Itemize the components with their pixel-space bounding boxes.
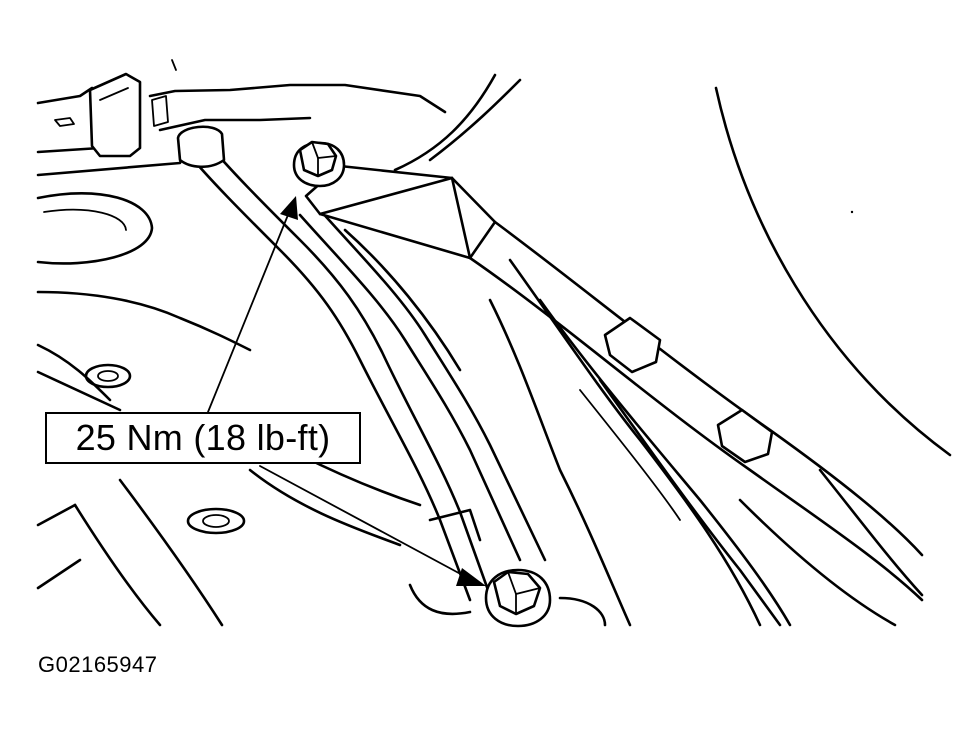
- grommet-upper: [84, 363, 132, 389]
- tube-left: [176, 125, 490, 602]
- tire-outline: [714, 86, 952, 457]
- torque-callout: 25 Nm (18 lb-ft): [45, 412, 361, 464]
- floor-rails: [36, 290, 422, 627]
- figure-id: G02165947: [38, 652, 158, 677]
- line-clamp-upper: [603, 316, 662, 374]
- tube-middle: [298, 208, 547, 562]
- mounting-bracket: [88, 72, 169, 158]
- spring-seat: [36, 191, 154, 265]
- flange-nut-lower: [484, 568, 552, 628]
- leader-arrow-upper: [207, 196, 298, 413]
- tube-end: [408, 508, 607, 627]
- leader-arrow-lower: [259, 465, 486, 586]
- flange-nut-upper: [292, 140, 346, 188]
- speck: [850, 210, 854, 214]
- line-clamp-lower: [716, 408, 774, 464]
- torque-value: 25 Nm (18 lb-ft): [75, 417, 331, 458]
- grommet-lower: [186, 507, 246, 535]
- side-member: [393, 73, 924, 627]
